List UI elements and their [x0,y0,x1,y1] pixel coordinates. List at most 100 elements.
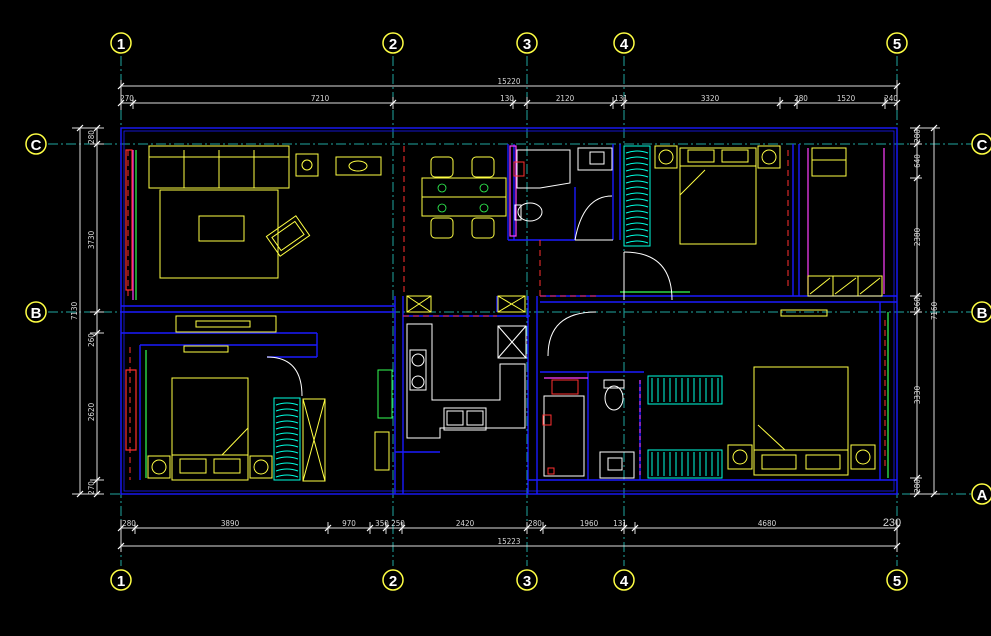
hanger-mark [625,234,649,238]
dimension-tick [913,308,921,316]
dim-top-total: 15220 [498,77,521,86]
dimension-tick [776,99,784,107]
dimension-tick [366,524,374,532]
kitchen-furniture [374,295,527,471]
axis-bottom-1: 1 [117,573,125,590]
wardrobe-hangers [273,145,723,481]
hanger-mark [625,150,649,154]
dimension-tick [793,99,801,107]
dimension-tick [539,524,547,532]
armchair [265,215,311,257]
dimension-tick [76,490,84,498]
hanger-mark [625,186,649,190]
axis-bottom-5: 5 [893,573,901,590]
dimension-tick [117,542,125,550]
axis-top-1: 1 [117,36,125,53]
axis-left-b: B [31,305,42,322]
hanger-mark [625,192,649,196]
hanger-mark [275,408,299,412]
dim-bottom-2: 970 [342,519,356,528]
dim-top-5: 3320 [701,94,720,103]
dimension-tick [913,474,921,482]
dimension-tick [131,524,139,532]
dim-bottom-5: 2420 [456,519,475,528]
hanger-mark [625,180,649,184]
desk [811,147,847,177]
dimension-tick [930,490,938,498]
dimension-tick [620,99,628,107]
dim-right-2: 2380 [913,227,922,246]
hanger-mark [625,222,649,226]
axis-grid [48,56,975,566]
dimension-tick [117,99,125,107]
dimension-tick [76,124,84,132]
axis-right-c: C [977,137,988,154]
dimension-tick [893,99,901,107]
hanger-mark [275,462,299,466]
dimension-tick [117,524,125,532]
axis-top-4: 4 [620,36,629,53]
hanger-mark [275,414,299,418]
dimension-tick [913,490,921,498]
dimension-tick [93,140,101,148]
dim-top-6: 280 [794,94,808,103]
dim-bottom-3: 350 [375,519,389,528]
dim-bottom-4: 250 [391,519,405,528]
dimension-tick [620,524,628,532]
axis-left-c: C [31,137,42,154]
dim-top-8: 240 [884,94,898,103]
dimension-tick [117,82,125,90]
hanger-mark [625,198,649,202]
axis-top-5: 5 [893,36,901,53]
axis-bottom-3: 3 [523,573,531,590]
low-cabinet [807,275,883,297]
bedroom-1-furniture [147,345,326,482]
dimension-tick [893,524,901,532]
dim-bottom-0: 280 [122,519,136,528]
master-bed [753,366,849,476]
hanger-mark [275,444,299,448]
hanger-mark [625,240,649,244]
dimension-tick [398,524,406,532]
master-suite-furniture [542,309,876,479]
hanger-mark [625,162,649,166]
dimension-tick [893,82,901,90]
hanger-mark [275,438,299,442]
hanger-mark [275,450,299,454]
dim-right-1: 640 [913,154,922,168]
axis-top-2: 2 [389,36,397,53]
dimension-tick [609,99,617,107]
dim-left-4: 270 [87,481,96,495]
dining-furniture [421,156,507,239]
hanger-mark [275,468,299,472]
dimension-tick [509,99,517,107]
hanger-mark [275,456,299,460]
dimension-tick [523,524,531,532]
dimension-tick [93,490,101,498]
dim-top-3: 2120 [556,94,575,103]
dim-bottom-9: 4680 [758,519,777,528]
dimension-tick [389,99,397,107]
dim-bottom-extra: 230 [883,517,901,529]
hanger-mark [625,174,649,178]
dimension-tick [930,124,938,132]
dimension-ticks [76,82,938,550]
dim-bottom-7: 1960 [580,519,599,528]
dim-top-7: 1520 [837,94,856,103]
dimension-tick [913,292,921,300]
sink [443,407,487,431]
axis-bubbles [25,32,991,591]
axis-top-3: 3 [523,36,531,53]
dim-left-3: 2620 [87,402,96,421]
dim-left-total: 7130 [70,301,79,320]
fridge [497,325,527,359]
axis-right-a: A [977,487,988,504]
double-bed-1 [171,377,249,481]
side-table-lamp [295,153,319,177]
dim-right-3: 260 [913,297,922,311]
dim-bottom-1: 3890 [221,519,240,528]
hanger-mark [275,420,299,424]
bedroom-2-furniture [623,145,883,301]
dimension-tick [93,329,101,337]
